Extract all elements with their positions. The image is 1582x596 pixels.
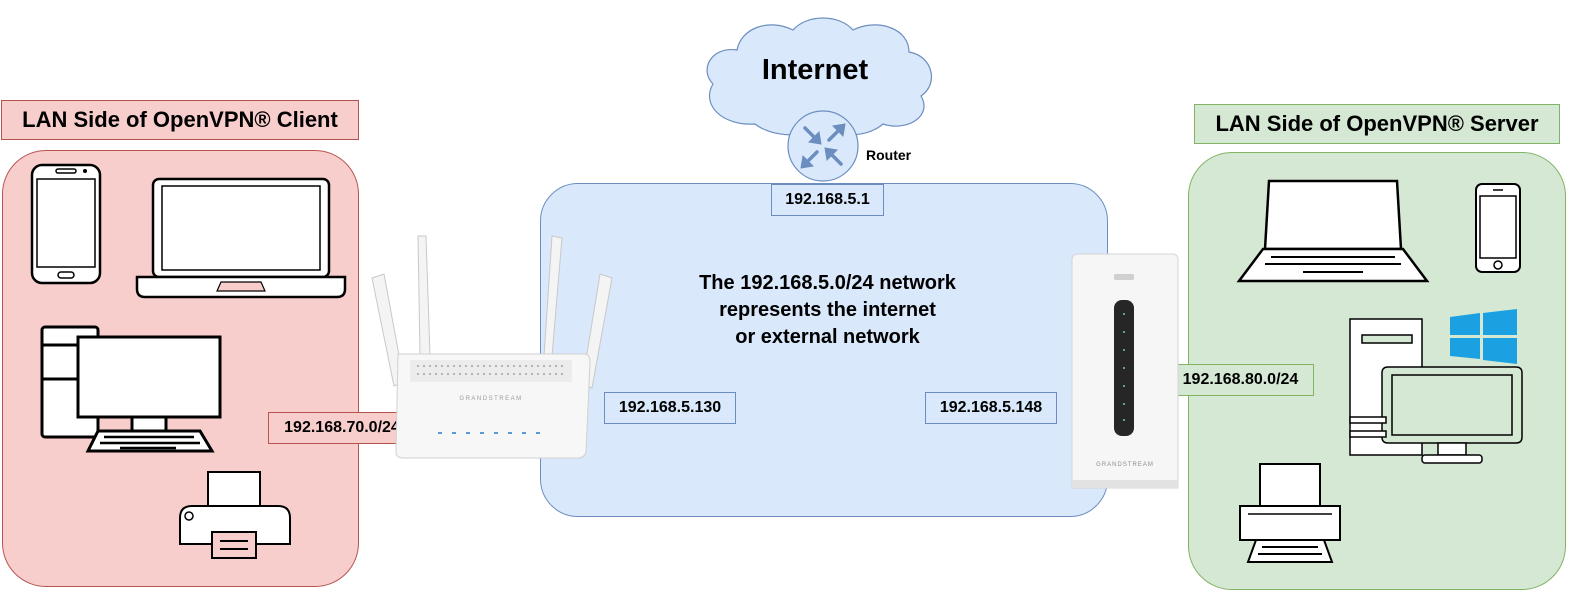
server-wan-ip-label: 192.168.5.148 (925, 392, 1057, 424)
laptop-icon (135, 177, 347, 299)
server-lan-title: LAN Side of OpenVPN® Server (1194, 104, 1560, 144)
router-label: Router (866, 147, 912, 163)
client-lan-subnet-label: 192.168.70.0/24 (268, 412, 416, 444)
laptop-icon (1236, 179, 1430, 283)
router-ip-label: 192.168.5.1 (771, 184, 884, 216)
printer-icon (1239, 463, 1341, 563)
server-router-device: GRANDSTREAM (1071, 253, 1179, 489)
windows-logo-icon (1450, 309, 1517, 364)
wan-description-line: represents the internet (719, 299, 936, 321)
client-lan-title: LAN Side of OpenVPN® Client (1, 100, 359, 140)
client-router-brand: GRANDSTREAM (459, 396, 522, 402)
server-lan-subnet-label: 192.168.80.0/24 (1167, 364, 1314, 396)
wan-description-line: or external network (735, 326, 920, 348)
client-wan-ip-label: 192.168.5.130 (604, 392, 736, 424)
wan-description-line: The 192.168.5.0/24 network (699, 272, 956, 294)
router-icon (787, 110, 859, 182)
desktop-computer-icon (1349, 318, 1523, 464)
server-router-brand: GRANDSTREAM (1096, 462, 1154, 468)
smartphone-icon (1475, 183, 1521, 273)
printer-icon (179, 471, 291, 559)
wan-zone (540, 183, 1108, 517)
desktop-computer-icon (40, 325, 222, 453)
smartphone-icon (30, 163, 102, 285)
wan-description: The 192.168.5.0/24 network represents th… (640, 270, 1015, 351)
internet-label: Internet (761, 54, 869, 86)
client-router-device: GRANDSTREAM (371, 235, 613, 459)
